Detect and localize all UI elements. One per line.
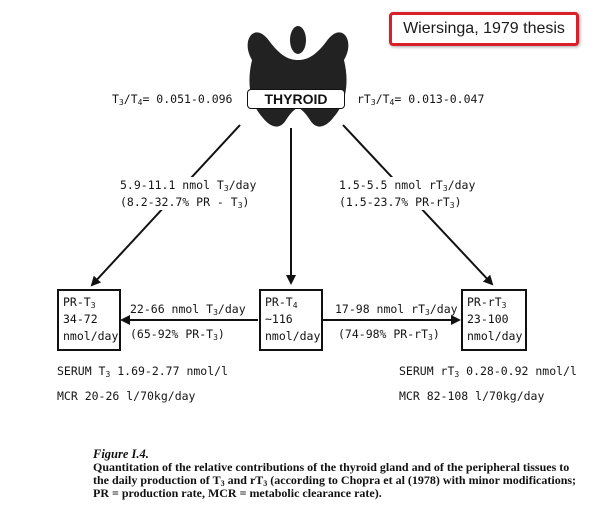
- caption-line-1: Quantitation of the relative contributio…: [93, 460, 570, 474]
- mcr-rt3: MCR 82-108 l/70kg/day: [399, 389, 545, 403]
- ratio-rt3-t4: rT3/T4= 0.013-0.047: [357, 92, 485, 107]
- box-pr-rt3: PR-rT3 23-100 nmol/day: [461, 289, 527, 351]
- ratio-t3-t4: T3/T4= 0.051-0.096: [112, 92, 233, 107]
- thyroid-gland-icon: [247, 26, 349, 127]
- t4-to-t3-label-line2: (65-92% PR-T3): [130, 327, 225, 342]
- t4-to-rt3-label-line1: 17-98 nmol rT3/day: [335, 302, 458, 317]
- box-pr-t4-title: PR-T4: [265, 295, 298, 310]
- box-pr-t3-title: PR-T3: [63, 295, 96, 310]
- box-pr-t4: PR-T4 ~116 nmol/day: [259, 289, 323, 351]
- thyroid-rt3-output-label: 1.5-5.5 nmol rT3/day (1.5-23.7% PR-rT3): [337, 177, 478, 210]
- t4-to-t3-label-line1: 22-66 nmol T3/day: [130, 302, 246, 317]
- figure-number: Figure I.4.: [93, 447, 149, 461]
- box-pr-t4-unit: nmol/day: [265, 329, 321, 343]
- caption-line-2: the daily production of T3 and rT3 (acco…: [93, 473, 577, 488]
- thyroid-t3-output-label: 5.9-11.1 nmol T3/day (8.2-32.7% PR - T3): [118, 177, 259, 210]
- box-pr-rt3-title: PR-rT3: [467, 295, 507, 310]
- box-pr-t3-value: 34-72: [63, 312, 98, 326]
- figure-caption: Figure I.4. Quantitation of the relative…: [93, 448, 593, 500]
- citation-text: Wiersinga, 1979 thesis: [403, 20, 565, 37]
- citation-box: Wiersinga, 1979 thesis: [389, 12, 579, 46]
- serum-t3: SERUM T3 1.69-2.77 nmol/l: [57, 364, 228, 379]
- caption-line-3: PR = production rate, MCR = metabolic cl…: [93, 486, 382, 500]
- serum-rt3: SERUM rT3 0.28-0.92 nmol/l: [399, 364, 577, 379]
- t4-to-rt3-label-line2: (74-98% PR-rT3): [338, 327, 440, 342]
- box-pr-t4-value: ~116: [265, 312, 293, 326]
- box-pr-t3-unit: nmol/day: [63, 329, 119, 343]
- box-pr-rt3-value: 23-100: [467, 312, 509, 326]
- mcr-t3: MCR 20-26 l/70kg/day: [57, 389, 196, 403]
- thyroid-label-text: THYROID: [264, 91, 328, 107]
- box-pr-t3: PR-T3 34-72 nmol/day: [57, 289, 121, 351]
- thyroid-label: THYROID: [247, 89, 345, 109]
- box-pr-rt3-unit: nmol/day: [467, 329, 523, 343]
